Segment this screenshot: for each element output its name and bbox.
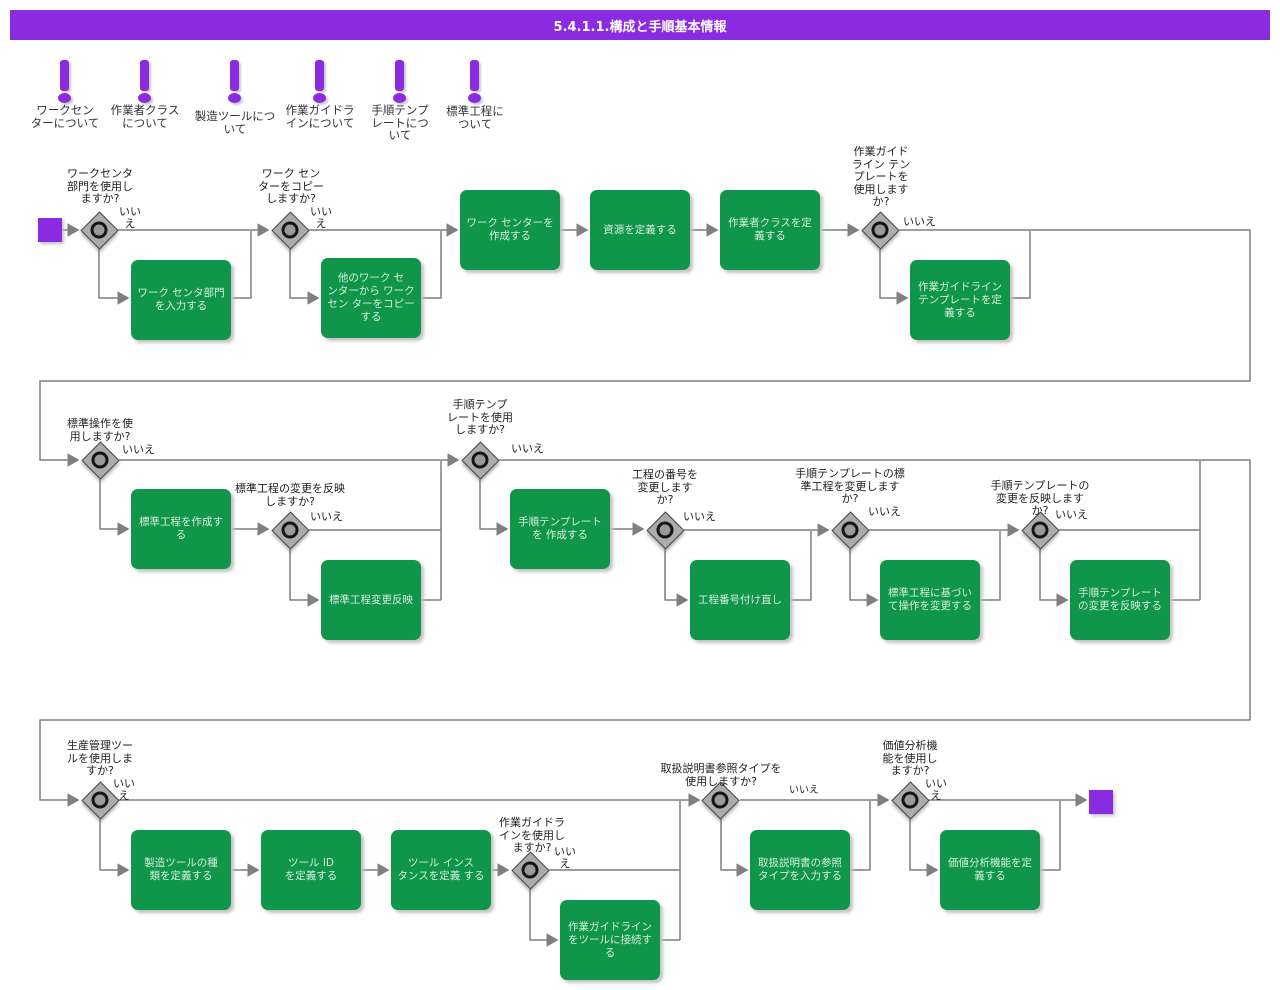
- task-define-work-guideline-template[interactable]: 作業ガイドライン テンプレートを定 義する: [910, 260, 1010, 340]
- task-define-resources[interactable]: 資源を定義する: [590, 190, 690, 270]
- no-branch-label: いい え: [554, 845, 576, 870]
- decision-question: 価値分析機 能を使用し ますか?: [882, 739, 938, 777]
- decision-use-work-center-department: [80, 211, 119, 250]
- note-label: 作業ガイドラ インについて: [285, 103, 355, 130]
- decision-circle-icon: [901, 791, 919, 809]
- decision-question: 生産管理ツー ルを使用しま すか?: [67, 739, 133, 777]
- exclamation-icon: [228, 93, 241, 103]
- note-label: 手順テンプ レートにつ いて: [371, 103, 429, 142]
- decision-reflect-standard-process-change: [271, 511, 310, 550]
- no-branch-label: いいえ: [789, 785, 819, 796]
- task-renumber-processes[interactable]: 工程番号付け直し: [690, 560, 790, 640]
- task-define-tool-id[interactable]: ツール ID を定義する: [261, 830, 361, 910]
- exclamation-icon: [470, 60, 479, 91]
- decision-use-standard-operations: [81, 441, 120, 480]
- task-create-work-center[interactable]: ワーク センターを 作成する: [460, 190, 560, 270]
- note-label: 製造ツールにつ いて: [194, 109, 276, 136]
- task-reflect-standard-process-change[interactable]: 標準工程変更反映: [321, 560, 421, 640]
- decision-use-procedure-template: [461, 441, 500, 480]
- no-branch-label: いいえ: [310, 510, 343, 523]
- decision-question: 手順テンプレートの 変更を反映します か?: [990, 479, 1090, 517]
- note-label: ワークセン ターについて: [30, 103, 100, 130]
- no-branch-label: いいえ: [1055, 508, 1088, 521]
- exclamation-icon: [58, 93, 71, 103]
- exclamation-icon: [138, 93, 151, 103]
- decision-circle-icon: [91, 451, 109, 469]
- no-branch-label: いいえ: [868, 505, 901, 518]
- decision-circle-icon: [841, 521, 859, 539]
- task-create-standard-process[interactable]: 標準工程を作成す る: [131, 489, 231, 569]
- task-enter-work-center-department[interactable]: ワーク センタ部門 を入力する: [131, 260, 231, 340]
- task-enter-instruction-reference-type[interactable]: 取扱説明書の参照 タイプを入力する: [750, 830, 850, 910]
- decision-circle-icon: [91, 791, 109, 809]
- task-define-worker-classes[interactable]: 作業者クラスを定 義する: [720, 190, 820, 270]
- decision-question: 作業ガイド ライン テン プレートを 使用します か?: [851, 145, 911, 208]
- no-branch-label: いいえ: [511, 442, 544, 455]
- decision-change-process-number: [646, 511, 685, 550]
- task-reflect-template-changes[interactable]: 手順テンプレート の変更を反映する: [1070, 560, 1170, 640]
- task-define-value-analysis[interactable]: 価値分析機能を定 義する: [940, 830, 1040, 910]
- exclamation-icon: [140, 60, 149, 91]
- exclamation-icon: [395, 60, 404, 91]
- decision-use-work-guideline-template: [861, 211, 900, 250]
- exclamation-icon: [60, 60, 69, 91]
- decision-circle-icon: [711, 791, 729, 809]
- end-node: [1089, 790, 1113, 814]
- decision-change-template-standard-process: [831, 511, 870, 550]
- decision-circle-icon: [1031, 521, 1049, 539]
- no-branch-label: いい え: [925, 777, 947, 802]
- decision-reflect-template-change: [1021, 511, 1060, 550]
- decision-question: 手順テンプレートの標 準工程を変更します か?: [795, 467, 905, 505]
- decision-question: 取扱説明書参照タイプを 使用しますか?: [660, 762, 782, 788]
- decision-question: ワークセンタ 部門を使用し ますか?: [67, 167, 133, 205]
- decision-use-work-guideline: [511, 851, 550, 890]
- exclamation-icon: [393, 93, 406, 103]
- decision-question: 標準操作を使 用しますか?: [67, 417, 133, 443]
- decision-circle-icon: [281, 221, 299, 239]
- task-define-tool-types[interactable]: 製造ツールの種 類を定義する: [131, 830, 231, 910]
- decision-circle-icon: [471, 451, 489, 469]
- no-branch-label: いい え: [119, 205, 141, 230]
- decision-question: 標準工程の変更を反映 しますか?: [235, 482, 345, 508]
- task-copy-work-center-from-another[interactable]: 他のワーク セ ンターから ワーク セン ターをコピー する: [321, 258, 421, 338]
- decision-circle-icon: [90, 221, 108, 239]
- task-define-tool-instances[interactable]: ツール インス タンスを定義 する: [391, 830, 491, 910]
- exclamation-icon: [313, 93, 326, 103]
- task-connect-guideline-to-tool[interactable]: 作業ガイドライン をツールに接続す る: [560, 900, 660, 980]
- decision-circle-icon: [656, 521, 674, 539]
- decision-use-value-analysis: [891, 781, 930, 820]
- exclamation-icon: [315, 60, 324, 91]
- note-label: 作業者クラス について: [110, 103, 180, 130]
- decision-circle-icon: [871, 221, 889, 239]
- page-title: 5.4.1.1.構成と手順基本情報: [553, 19, 727, 35]
- decision-circle-icon: [521, 861, 539, 879]
- no-branch-label: いい え: [113, 777, 135, 802]
- decision-question: 手順テンプ レートを使用 しますか?: [447, 398, 513, 436]
- exclamation-icon: [230, 60, 239, 91]
- title-bar: 5.4.1.1.構成と手順基本情報: [10, 10, 1270, 40]
- decision-use-production-tool: [81, 781, 120, 820]
- decision-use-instruction-reference-type: [701, 781, 740, 820]
- task-change-operations-from-standard[interactable]: 標準工程に基づい て操作を変更する: [880, 560, 980, 640]
- no-branch-label: いいえ: [903, 215, 936, 228]
- decision-question: ワーク セン ターをコピー しますか?: [258, 167, 324, 205]
- no-branch-label: いいえ: [683, 510, 716, 523]
- task-create-procedure-template[interactable]: 手順テンプレート を 作成する: [510, 489, 610, 569]
- exclamation-icon: [468, 93, 481, 103]
- note-label: 標準工程に ついて: [446, 104, 504, 131]
- decision-question: 作業ガイドラ インを使用し ますか?: [499, 816, 565, 854]
- decision-copy-work-center: [271, 211, 310, 250]
- start-node: [38, 218, 62, 242]
- decision-question: 工程の番号を 変更します か?: [632, 468, 698, 506]
- no-branch-label: いい え: [310, 205, 332, 230]
- no-branch-label: いいえ: [122, 443, 155, 456]
- decision-circle-icon: [281, 521, 299, 539]
